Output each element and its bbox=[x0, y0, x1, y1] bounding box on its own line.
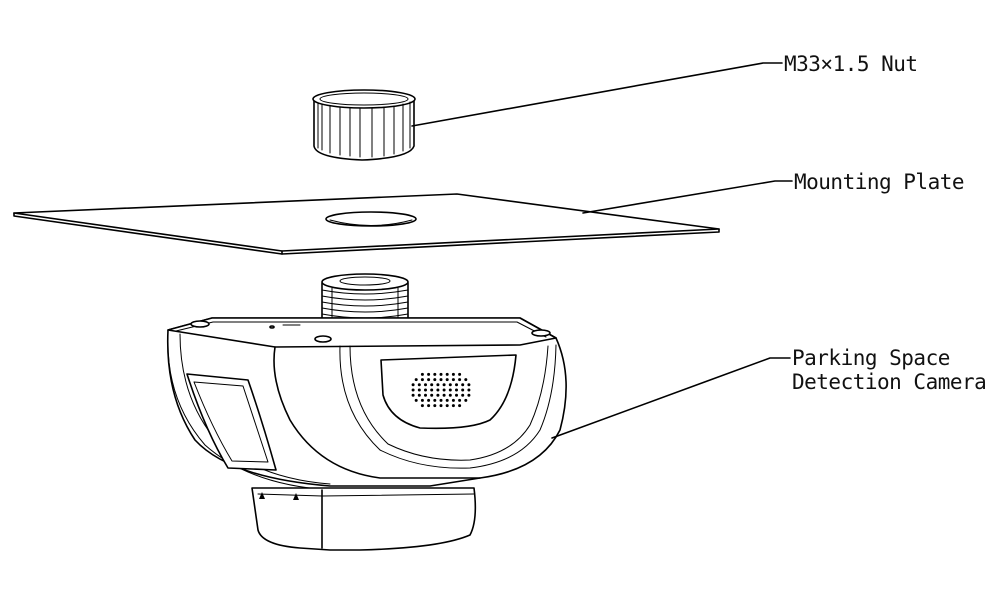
speaker-hole bbox=[467, 393, 471, 397]
speaker-hole bbox=[445, 372, 449, 376]
speaker-hole bbox=[439, 398, 443, 402]
speaker-hole bbox=[424, 388, 427, 392]
speaker-hole bbox=[467, 383, 471, 387]
speaker-hole bbox=[448, 393, 452, 397]
speaker-hole bbox=[420, 378, 424, 382]
camera-label-line2: Detection Camera bbox=[792, 370, 987, 394]
nut-label: M33×1.5 Nut bbox=[784, 52, 918, 76]
speaker-hole bbox=[448, 388, 452, 392]
speaker-hole bbox=[455, 383, 458, 387]
speaker-hole bbox=[439, 404, 443, 408]
speaker-hole bbox=[458, 378, 462, 382]
speaker-hole bbox=[461, 383, 465, 387]
leader-lines bbox=[411, 62, 793, 439]
speaker-hole bbox=[451, 398, 455, 402]
speaker-hole bbox=[411, 388, 415, 392]
speaker-hole bbox=[427, 378, 431, 382]
plate-leader bbox=[582, 180, 793, 214]
speaker-hole bbox=[442, 388, 446, 392]
speaker-hole bbox=[417, 393, 421, 397]
speaker-hole bbox=[420, 404, 424, 408]
speaker-hole bbox=[427, 372, 431, 376]
speaker-hole bbox=[424, 393, 427, 397]
speaker-hole bbox=[420, 372, 424, 376]
speaker-hole bbox=[461, 388, 465, 392]
speaker-hole bbox=[433, 398, 437, 402]
speaker-hole bbox=[430, 383, 434, 387]
camera-label-line1: Parking Space bbox=[792, 346, 950, 370]
parking-camera bbox=[166, 273, 567, 551]
speaker-hole bbox=[442, 393, 446, 397]
speaker-hole bbox=[451, 372, 455, 376]
speaker-hole bbox=[467, 388, 471, 392]
mounting-plate bbox=[13, 193, 720, 255]
speaker-hole bbox=[433, 404, 437, 408]
speaker-hole bbox=[411, 383, 415, 387]
speaker-hole bbox=[417, 383, 421, 387]
speaker-hole bbox=[417, 388, 421, 392]
speaker-hole bbox=[427, 398, 431, 402]
speaker-hole bbox=[427, 404, 431, 408]
speaker-hole bbox=[451, 404, 455, 408]
speaker-hole bbox=[455, 388, 458, 392]
speaker-hole bbox=[430, 388, 434, 392]
m33-nut bbox=[312, 89, 416, 161]
speaker-hole bbox=[448, 383, 452, 387]
speaker-holes bbox=[411, 372, 471, 408]
speaker-hole bbox=[433, 372, 437, 376]
speaker-hole bbox=[464, 398, 468, 402]
camera-leader bbox=[551, 357, 791, 439]
nut-leader bbox=[411, 62, 783, 127]
speaker-hole bbox=[414, 378, 418, 382]
speaker-hole bbox=[420, 398, 424, 402]
speaker-hole bbox=[424, 383, 427, 387]
speaker-hole bbox=[433, 378, 437, 382]
speaker-hole bbox=[458, 404, 462, 408]
speaker-hole bbox=[445, 404, 449, 408]
speaker-hole bbox=[411, 393, 415, 397]
speaker-hole bbox=[430, 393, 434, 397]
speaker-hole bbox=[445, 378, 449, 382]
speaker-hole bbox=[455, 393, 458, 397]
speaker-hole bbox=[436, 383, 440, 387]
speaker-hole bbox=[439, 372, 443, 376]
speaker-hole bbox=[436, 388, 440, 392]
speaker-hole bbox=[464, 378, 468, 382]
speaker-hole bbox=[458, 398, 462, 402]
speaker-hole bbox=[436, 393, 440, 397]
mounting-plate-label: Mounting Plate bbox=[794, 170, 965, 194]
speaker-hole bbox=[458, 372, 462, 376]
speaker-hole bbox=[442, 383, 446, 387]
speaker-hole bbox=[445, 398, 449, 402]
speaker-hole bbox=[414, 398, 418, 402]
speaker-hole bbox=[461, 393, 465, 397]
speaker-hole bbox=[439, 378, 443, 382]
speaker-hole bbox=[451, 378, 455, 382]
